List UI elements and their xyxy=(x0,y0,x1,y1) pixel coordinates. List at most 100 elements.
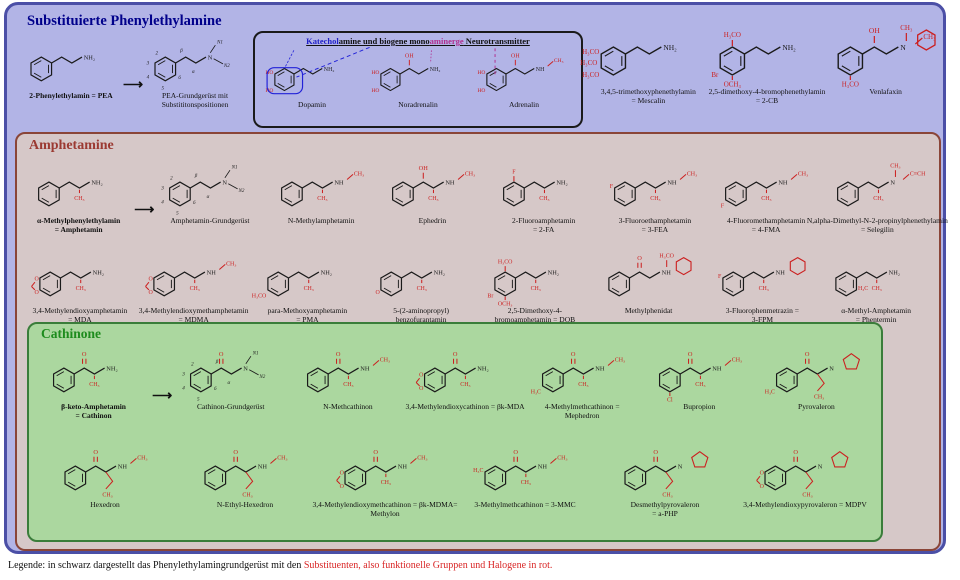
compound-label-venlafaxin: Venlafaxin xyxy=(869,87,902,96)
svg-text:N: N xyxy=(678,464,683,471)
svg-text:O: O xyxy=(653,449,658,456)
svg-text:3: 3 xyxy=(182,372,185,378)
title-part-aminerge: aminerge xyxy=(429,36,464,46)
svg-text:N2: N2 xyxy=(223,63,230,69)
svg-text:O: O xyxy=(637,255,642,262)
svg-text:α: α xyxy=(228,380,231,386)
svg-text:OH: OH xyxy=(511,53,520,59)
arrow-icon: ⟶ xyxy=(134,203,155,218)
svg-text:4: 4 xyxy=(147,73,150,80)
svg-text:O: O xyxy=(453,351,458,358)
svg-text:CH₃: CH₃ xyxy=(539,196,549,202)
svg-text:NH: NH xyxy=(668,180,678,187)
svg-text:CH₃: CH₃ xyxy=(651,196,661,202)
svg-text:NH₂: NH₂ xyxy=(782,43,796,52)
svg-text:O: O xyxy=(805,351,810,358)
svg-text:Br: Br xyxy=(487,294,493,300)
compound-label-4-fma: 4-Fluoromethamphetamin= 4-FMA xyxy=(726,216,806,234)
svg-text:NH₂: NH₂ xyxy=(84,55,95,62)
compound-label-amphetamin: α-Methylphenylethylamin= Amphetamin xyxy=(36,216,121,234)
svg-text:5: 5 xyxy=(197,396,200,402)
svg-text:O: O xyxy=(34,277,39,283)
svg-text:CH₃: CH₃ xyxy=(428,196,438,202)
arrow-icon: ⟶ xyxy=(152,389,173,404)
title-part-end: Neurotransmitter xyxy=(463,36,530,46)
svg-text:F: F xyxy=(721,204,725,210)
svg-text:6: 6 xyxy=(214,386,217,392)
amphetamine-section-header: Amphetamine xyxy=(29,138,114,153)
svg-text:4: 4 xyxy=(162,198,165,205)
svg-text:CH₃: CH₃ xyxy=(89,382,99,388)
svg-text:CH₃: CH₃ xyxy=(798,171,808,177)
svg-text:HO: HO xyxy=(477,88,485,94)
neurotransmitter-box-title: Katecholamine und biogene monoaminerge N… xyxy=(255,36,581,46)
svg-text:CH₃: CH₃ xyxy=(521,480,531,486)
svg-text:NH₂: NH₂ xyxy=(434,270,445,277)
compound-label-methylphenidat: Methylphenidat xyxy=(624,306,673,315)
svg-text:H₃CO: H₃CO xyxy=(582,71,599,79)
svg-text:C≡CH: C≡CH xyxy=(910,171,926,177)
svg-text:CH₃: CH₃ xyxy=(74,196,84,202)
svg-text:NH: NH xyxy=(445,180,455,187)
svg-text:CH₃: CH₃ xyxy=(758,286,768,292)
compound-label-mdpv: 3,4-Methylendioxypyrovaleron = MDPV xyxy=(743,500,867,509)
svg-text:N: N xyxy=(818,464,823,471)
svg-text:O: O xyxy=(420,386,425,392)
compound-label-cathinon-grundgeruest: Cathinon-Grundgerüst xyxy=(197,402,265,411)
svg-text:O: O xyxy=(340,471,345,477)
svg-text:H₃CO: H₃CO xyxy=(582,48,599,56)
svg-text:3: 3 xyxy=(162,186,165,192)
title-part-mid: amine und biogene mono xyxy=(338,36,430,46)
svg-text:CH₃: CH₃ xyxy=(901,24,914,32)
svg-text:N: N xyxy=(829,366,834,373)
svg-text:Br: Br xyxy=(711,71,719,79)
svg-text:CH₃: CH₃ xyxy=(465,171,475,177)
legend-text-red: Substituenten, also funktionelle Gruppen… xyxy=(303,560,553,571)
svg-text:CH₃: CH₃ xyxy=(578,382,588,388)
svg-text:α: α xyxy=(192,69,195,75)
svg-text:NH: NH xyxy=(334,180,344,187)
svg-text:NH: NH xyxy=(536,67,545,73)
svg-text:H₃C: H₃C xyxy=(530,390,540,396)
svg-text:5: 5 xyxy=(176,210,179,216)
svg-text:2: 2 xyxy=(170,176,173,182)
compound-label-selegilin: N,alpha-Dimethyl-N-2-propinylphenethylam… xyxy=(806,216,948,234)
svg-text:O: O xyxy=(513,449,518,456)
svg-text:N1: N1 xyxy=(231,164,238,170)
svg-text:NH₂: NH₂ xyxy=(91,180,102,187)
compound-5-apb: ONH₂CH₃5-(2-aminopropyl)benzofurantamin=… xyxy=(364,250,478,333)
compound-label-hexedron: Hexedron xyxy=(90,500,120,509)
svg-text:CH₃: CH₃ xyxy=(872,286,882,292)
svg-text:NH: NH xyxy=(398,464,408,471)
svg-text:CH₃: CH₃ xyxy=(461,382,471,388)
svg-text:CH₃: CH₃ xyxy=(317,196,327,202)
svg-text:β: β xyxy=(194,173,198,179)
svg-text:N: N xyxy=(243,366,248,373)
svg-text:β: β xyxy=(215,359,219,365)
compound-label-3-fpm: 3-Fluorophenmetrazin =3-FPM xyxy=(725,306,799,324)
